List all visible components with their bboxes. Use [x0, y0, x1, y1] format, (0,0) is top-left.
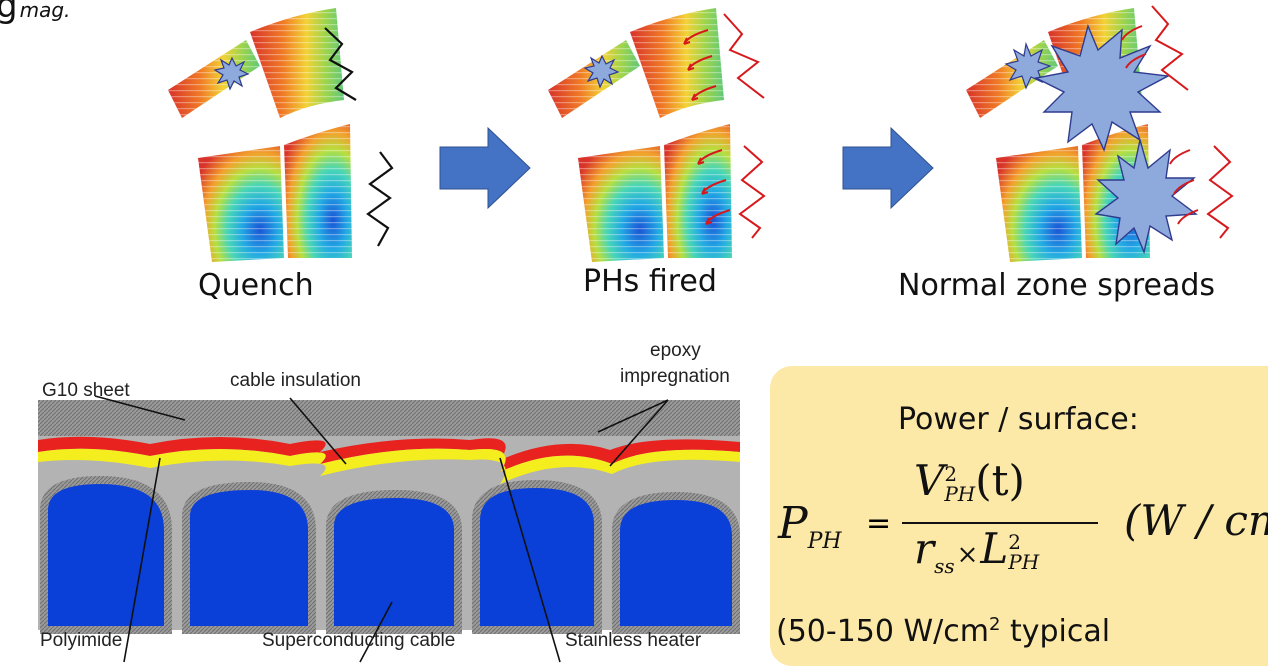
quench-spot-icon-2: [583, 54, 620, 89]
fired-heater-pulses-2: [683, 13, 766, 239]
heater-zigzag-upper: [324, 27, 357, 101]
formula-num-v: V: [914, 456, 945, 505]
formula-title: Power / surface:: [898, 402, 1139, 437]
quench-sequence-diagram: [166, 5, 1234, 264]
formula-lhs-sub: PH: [807, 529, 842, 554]
fired-heater-pulses-3: [1121, 5, 1234, 239]
formula-den-r-sub: ss: [934, 554, 955, 578]
formula-num-sup: 2: [944, 462, 958, 486]
label-polyimide: Polyimide: [40, 630, 123, 651]
label-cable-insulation: cable insulation: [230, 370, 361, 391]
label-impregnation: impregnation: [620, 366, 730, 387]
stage-1-coil: [166, 6, 354, 264]
header-subscript: mag.: [19, 0, 71, 22]
typical-range-text: (50-150 W/cm: [776, 614, 989, 649]
heater-zigzag-lower: [366, 151, 394, 247]
label-g10-sheet: G10 sheet: [42, 380, 130, 401]
formula-units: (W / cm: [1124, 496, 1268, 545]
label-epoxy: epoxy: [650, 340, 701, 361]
formula-num-t: (t): [975, 456, 1025, 505]
stage-2-coil: [546, 6, 734, 264]
formula-den-r: r: [914, 524, 935, 573]
formula-den-times: ×: [956, 540, 979, 570]
typical-range: (50-150 W/cm2 typical: [776, 614, 1110, 649]
formula-den-l-sup: 2: [1008, 530, 1022, 554]
label-superconducting-cable: Superconducting cable: [262, 630, 456, 651]
normal-zone-burst-lower: [1094, 139, 1198, 255]
stainless-heater-strip: [38, 436, 740, 472]
stage-caption-quench: Quench: [198, 268, 314, 303]
label-stainless-heater: Stainless heater: [565, 630, 702, 651]
stage-caption-normal-zone: Normal zone spreads: [898, 268, 1216, 303]
normal-zone-burst-upper: [1033, 23, 1171, 153]
formula-lhs: P: [778, 498, 808, 549]
typical-range-sup: 2: [989, 614, 1001, 635]
label-pointers: [94, 395, 669, 663]
superconducting-cables: [40, 475, 740, 634]
formula-equals: =: [866, 506, 892, 541]
fraction-bar: [902, 522, 1098, 524]
typical-range-post: typical: [1000, 614, 1111, 649]
polyimide-strip: [38, 448, 740, 484]
formula-num-sub: PH: [944, 482, 976, 506]
formula-den-l-sub: PH: [1008, 550, 1040, 574]
quench-spot-icon: [213, 56, 250, 91]
stage-caption-phs-fired: PHs fired: [583, 264, 717, 299]
formula-den-l: L: [980, 524, 1009, 573]
heater-cross-section: [38, 395, 740, 663]
arrow-right-icon-1: [439, 126, 531, 210]
formula-panel: [770, 366, 1268, 666]
arrow-right-icon-2: [842, 126, 934, 210]
header-fragment: gmag.: [0, 0, 71, 26]
